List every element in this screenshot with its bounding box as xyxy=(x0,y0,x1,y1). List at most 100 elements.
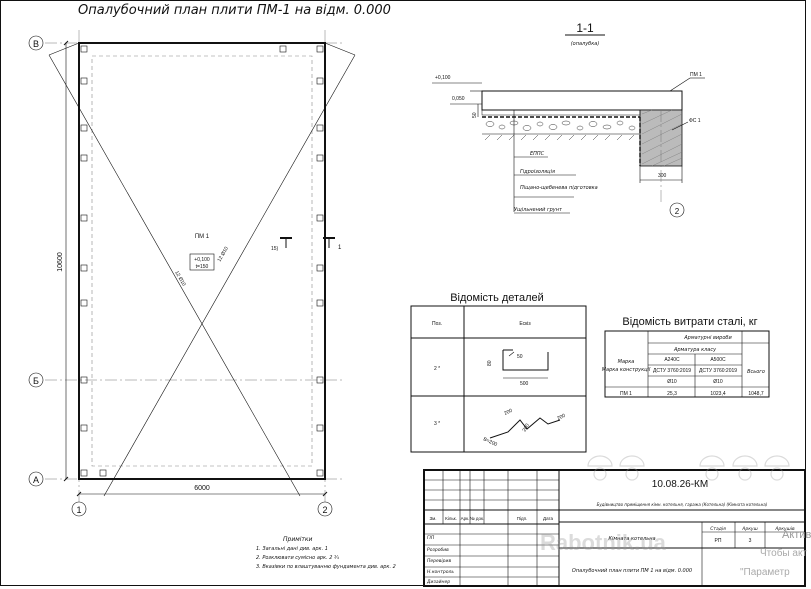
svg-text:Арматура класу: Арматура класу xyxy=(673,347,717,353)
svg-text:Арматурні вироби: Арматурні вироби xyxy=(683,335,732,341)
level-label: +0,100 xyxy=(194,257,210,263)
svg-text:Б: Б xyxy=(33,376,39,386)
svg-text:+0,100: +0,100 xyxy=(435,75,451,81)
svg-text:2: 2 xyxy=(322,505,327,515)
svg-text:3: 3 xyxy=(749,538,752,544)
svg-text:В: В xyxy=(33,39,39,49)
svg-text:ДСТУ 3760:2019: ДСТУ 3760:2019 xyxy=(653,368,691,374)
svg-text:1: 1 xyxy=(76,505,81,515)
svg-text:ЕППС: ЕППС xyxy=(530,151,545,157)
svg-text:Актива: Актива xyxy=(782,529,811,541)
svg-text:B=200: B=200 xyxy=(482,436,498,448)
svg-text:Дизайнер: Дизайнер xyxy=(426,579,450,585)
svg-text:Кімната котельна: Кімната котельна xyxy=(608,536,655,542)
axis-bubble-1: 1 xyxy=(71,501,87,517)
svg-text:Будівництво приміщення кімн. к: Будівництво приміщення кімн. котельня, г… xyxy=(597,502,768,507)
section-subtitle: (опалубка) xyxy=(571,41,600,47)
svg-text:Зм.: Зм. xyxy=(429,516,436,521)
svg-text:Чтобы акт: Чтобы акт xyxy=(760,547,807,559)
svg-text:Марка: Марка xyxy=(618,359,635,365)
axis-bubble-v: В xyxy=(28,35,44,51)
steel-table: Арматурні вироби Арматура класу Марка Ма… xyxy=(602,330,770,398)
svg-text:500: 500 xyxy=(520,381,529,387)
svg-text:3. Вказівки по влаштуванню фун: 3. Вказівки по влаштуванню фундамента ди… xyxy=(256,564,396,570)
svg-text:ДСТУ 3760:2019: ДСТУ 3760:2019 xyxy=(699,368,737,374)
svg-text:1048,7: 1048,7 xyxy=(748,391,764,397)
svg-text:25,3: 25,3 xyxy=(667,391,677,397)
svg-text:Ø10: Ø10 xyxy=(667,379,677,385)
svg-text:Всього: Всього xyxy=(747,369,765,375)
details-table: Поз. Ескіз 2 * 3 * 50 80 500 200 200 200… xyxy=(410,305,587,453)
steel-title: Відомість витрати сталі, кг xyxy=(622,316,757,328)
svg-text:3 *: 3 * xyxy=(434,421,440,427)
svg-text:Гідроізоляція: Гідроізоляція xyxy=(520,169,555,175)
svg-text:15): 15) xyxy=(271,246,279,252)
axis-bubble-a: А xyxy=(28,471,44,487)
svg-text:200: 200 xyxy=(556,413,566,422)
slab-label: ПМ 1 xyxy=(195,234,210,240)
thickness-label: t=150 xyxy=(196,264,209,270)
svg-text:ГІП: ГІП xyxy=(427,535,435,541)
svg-text:2: 2 xyxy=(675,207,680,216)
svg-text:ПМ 1: ПМ 1 xyxy=(690,72,702,78)
title-block: Зм. Кільк. Арк. № док. Підп. Дата ГІП Ро… xyxy=(423,469,806,587)
diagonal-b xyxy=(103,54,356,497)
svg-text:Перевірив: Перевірив xyxy=(427,558,451,564)
svg-text:2. Розклювати сумісно арк. 2 ¾: 2. Розклювати сумісно арк. 2 ¾ xyxy=(256,555,339,561)
svg-text:A240C: A240C xyxy=(664,357,680,363)
svg-text:Арк.: Арк. xyxy=(461,516,470,521)
svg-text:Стадія: Стадія xyxy=(710,526,726,532)
activation-notice: Актива Чтобы акт "Параметр xyxy=(740,529,811,578)
watermark: Rabotnik.ua xyxy=(540,455,790,555)
svg-text:1. Загальні дані див. арк. 1: 1. Загальні дані див. арк. 1 xyxy=(256,546,328,552)
dim-height: 10600 xyxy=(57,252,64,272)
section-title: 1-1 xyxy=(576,21,594,35)
section-drawing: +0,100 0,050 50 300 xyxy=(432,72,705,218)
axis-bubble-2: 2 xyxy=(317,501,333,517)
main-title: Опалубочний план плити ПМ-1 на відм. 0.0… xyxy=(78,3,391,18)
svg-text:1: 1 xyxy=(338,245,342,251)
svg-text:Підп.: Підп. xyxy=(517,516,528,521)
svg-text:Розробив: Розробив xyxy=(427,547,449,553)
svg-text:50: 50 xyxy=(517,354,523,360)
section-cut-mark: 15) 1 xyxy=(271,237,342,252)
svg-text:50: 50 xyxy=(472,112,478,118)
diagonal-a xyxy=(48,54,301,497)
svg-text:0,050: 0,050 xyxy=(452,96,465,102)
svg-text:Піщано-щебенева підготовка: Піщано-щебенева підготовка xyxy=(520,185,598,191)
svg-text:300: 300 xyxy=(658,173,667,179)
slab-outline xyxy=(78,42,326,480)
diag-label-b: 12 Ø10 xyxy=(217,246,231,263)
svg-text:Аркуш: Аркуш xyxy=(741,526,757,532)
svg-text:А: А xyxy=(33,475,39,485)
dim-width: 6000 xyxy=(194,485,210,492)
svg-text:Примітки: Примітки xyxy=(283,536,313,543)
svg-text:№ док.: № док. xyxy=(470,516,484,521)
svg-text:Ущільнений грунт: Ущільнений грунт xyxy=(514,207,563,213)
svg-text:A500C: A500C xyxy=(710,357,726,363)
svg-text:ФС 1: ФС 1 xyxy=(689,118,701,124)
svg-text:200: 200 xyxy=(503,408,513,417)
watermark-brand: Rabotnik.ua xyxy=(540,530,667,555)
details-title: Відомість деталей xyxy=(450,292,544,304)
svg-text:ПМ 1: ПМ 1 xyxy=(620,391,632,397)
svg-text:Аркушів: Аркушів xyxy=(774,526,795,532)
doc-code: 10.08.26-КМ xyxy=(652,479,708,490)
svg-text:200: 200 xyxy=(522,423,531,433)
notes: Примітки 1. Загальні дані див. арк. 1 2.… xyxy=(256,536,396,570)
axis-bubble-b: Б xyxy=(28,372,44,388)
svg-text:РП: РП xyxy=(715,538,722,544)
svg-text:Н.контроль: Н.контроль xyxy=(427,569,454,575)
svg-text:2 *: 2 * xyxy=(434,366,440,372)
svg-text:1023,4: 1023,4 xyxy=(710,391,726,397)
svg-text:Ескіз: Ескіз xyxy=(519,321,531,327)
svg-text:Кільк.: Кільк. xyxy=(445,516,457,521)
svg-text:Дата: Дата xyxy=(543,516,553,521)
svg-text:"Параметр: "Параметр xyxy=(740,567,790,578)
svg-text:Марка конструкції: Марка конструкції xyxy=(602,367,651,373)
svg-text:Опалубочний план плити ПМ 1 на: Опалубочний план плити ПМ 1 на відм. 0.0… xyxy=(572,568,692,574)
svg-text:80: 80 xyxy=(487,360,493,366)
svg-text:Ø10: Ø10 xyxy=(713,379,723,385)
